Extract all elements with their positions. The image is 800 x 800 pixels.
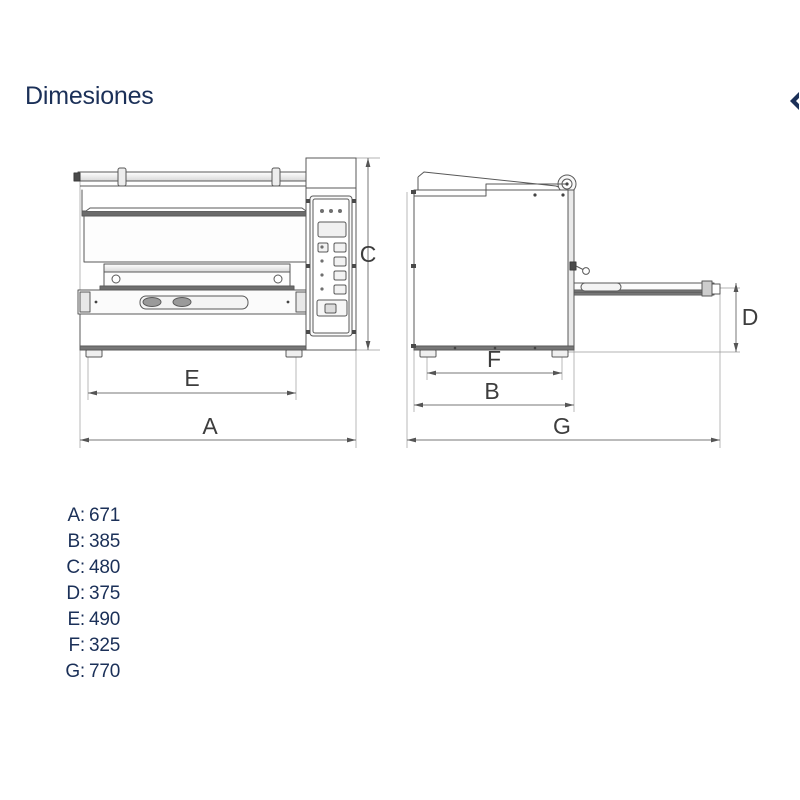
dimension-value: 325 — [89, 635, 121, 656]
list-item: E: 490 — [55, 607, 185, 633]
dimension-value: 375 — [89, 583, 121, 604]
panel-power-button — [316, 299, 348, 317]
dimension-key: D: — [66, 583, 85, 604]
dimension-label-f: F — [487, 346, 501, 372]
panel-led-dots — [320, 209, 342, 213]
front-view: C E A — [73, 157, 380, 448]
front-body — [79, 313, 313, 351]
list-item: A: 671 — [55, 503, 185, 529]
pivot-wheel — [557, 174, 577, 194]
dimension-key: E: — [67, 609, 85, 630]
list-item: D: 375 — [55, 581, 185, 607]
control-panel — [305, 157, 357, 351]
extension-arm — [573, 280, 721, 297]
list-item: G: 770 — [55, 659, 185, 685]
sealing-bar — [99, 263, 295, 291]
lid — [81, 189, 311, 263]
dimension-key: C: — [66, 557, 85, 578]
dimension-value: 671 — [89, 505, 121, 526]
dimension-value: 490 — [89, 609, 121, 630]
dimension-value: 385 — [89, 531, 121, 552]
dimension-label-b: B — [484, 378, 499, 404]
side-view: D F B G — [406, 171, 759, 448]
page-title: Dimesiones — [25, 82, 154, 110]
list-item: B: 385 — [55, 529, 185, 555]
side-body — [413, 183, 575, 351]
list-item: F: 325 — [55, 633, 185, 659]
side-lid — [417, 171, 567, 197]
dimension-key: G: — [65, 661, 85, 682]
top-handle-bar — [73, 167, 311, 187]
dimension-value: 770 — [89, 661, 121, 682]
list-item: C: 480 — [55, 555, 185, 581]
grip-handle — [77, 289, 313, 315]
dimension-label-g: G — [553, 413, 571, 439]
panel-buttons — [317, 242, 347, 295]
side-feet — [419, 349, 569, 358]
panel-display — [317, 221, 347, 238]
dimension-label-d: D — [742, 304, 759, 330]
chevron-left-icon[interactable] — [786, 90, 800, 112]
dimension-key: A: — [67, 505, 85, 526]
panel-indicator-leds — [320, 245, 324, 291]
dimension-label-c: C — [360, 241, 377, 267]
dimension-list: A: 671 B: 385 C: 480 D: 375 E: 490 F: 32… — [55, 503, 185, 685]
dimension-key: F: — [68, 635, 86, 656]
side-knob — [569, 261, 590, 275]
dimension-value: 480 — [89, 557, 121, 578]
dimension-label-a: A — [202, 413, 218, 439]
dimension-key: B: — [67, 531, 85, 552]
dimension-label-e: E — [184, 365, 199, 391]
front-feet — [85, 349, 303, 358]
